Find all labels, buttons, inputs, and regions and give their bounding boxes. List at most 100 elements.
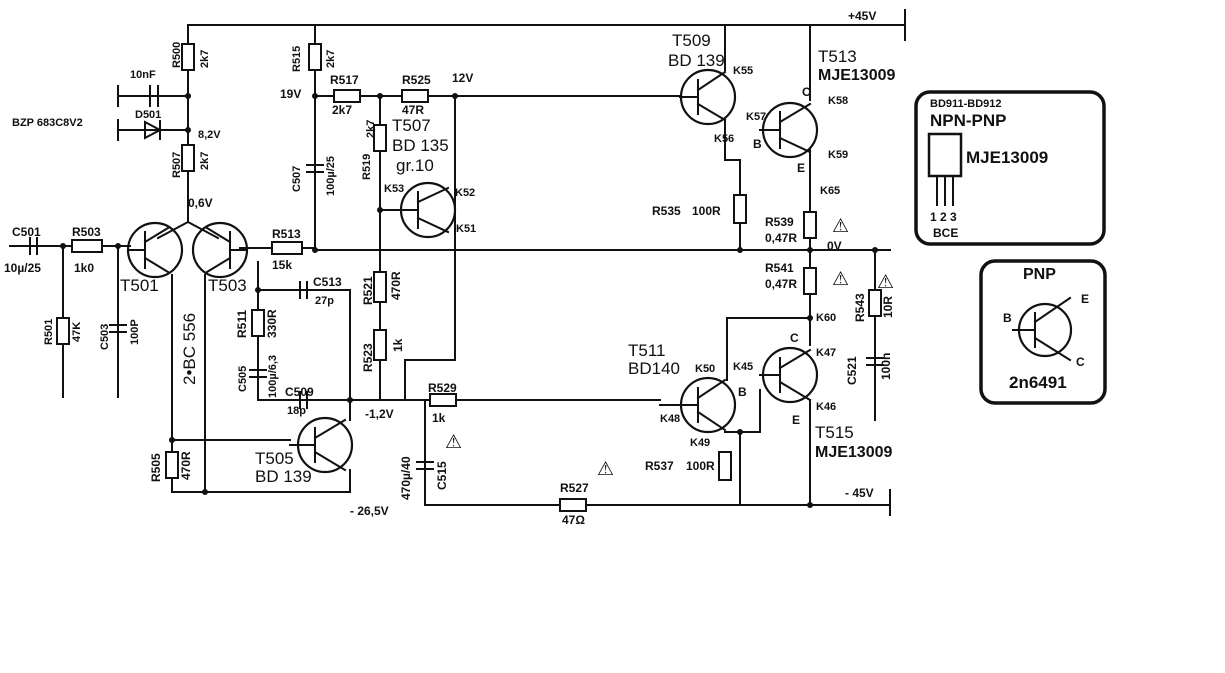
c521-ref: C521 [845, 356, 859, 385]
inset-pnp-part: 2n6491 [1009, 373, 1067, 392]
t511-symbol [659, 376, 737, 434]
inset-npn-pnp-package: BD911-BD912 NPN-PNP MJE13009 1 2 3 BCE [914, 90, 1106, 246]
c509-ref: C509 [285, 385, 314, 399]
t509-symbol [679, 68, 737, 126]
node-k56: K56 [714, 133, 734, 145]
c515-val: 470µ/40 [399, 456, 413, 500]
v82-label: 8,2V [198, 129, 221, 141]
r541-val: 0,47R [765, 277, 797, 291]
node-k65: K65 [820, 185, 840, 197]
inset-family: BD911-BD912 [930, 98, 1002, 110]
t505-symbol [289, 416, 354, 474]
r537-ref: R537 [645, 459, 674, 473]
inset-pnp-title: PNP [1023, 266, 1056, 283]
c513-ref: C513 [313, 275, 342, 289]
r523-val: 1k [391, 338, 405, 352]
t511-ref: T511 [628, 341, 666, 360]
t513-pin-e: E [797, 161, 805, 175]
t507-ref: T507 [392, 116, 431, 135]
c503-val: 100P [129, 319, 141, 345]
node-k57: K57 [746, 111, 766, 123]
t515-ref: T515 [815, 423, 854, 442]
inset-type-title: NPN-PNP [930, 111, 1007, 130]
zero-volt-label: 0V [827, 239, 842, 253]
t505-ref: T505 [255, 449, 294, 468]
t515-pin-b: B [738, 385, 747, 399]
c507-val: 100µ/25 [325, 156, 337, 196]
r521-val: 470R [389, 271, 403, 300]
node-k58: K58 [828, 95, 848, 107]
zener-diode-icon [144, 120, 163, 140]
r500-val: 2k7 [199, 50, 211, 68]
r501-ref: R501 [43, 319, 55, 345]
r535-val: 100R [692, 204, 721, 218]
c507-ref: C507 [291, 166, 303, 192]
c10nf-val: 10nF [130, 69, 156, 81]
pos-rail-label: +45V [848, 9, 876, 23]
node-k53: K53 [384, 183, 404, 195]
t509-ref: T509 [672, 31, 711, 50]
inset-pin-names: BCE [933, 226, 958, 240]
r543-ref: R543 [853, 293, 867, 322]
r513-ref: R513 [272, 227, 301, 241]
inset-pnp-pin-e: E [1081, 292, 1089, 306]
r513-val: 15k [272, 258, 292, 272]
r537-val: 100R [686, 459, 715, 473]
warning-icon: ⚠ [832, 269, 849, 290]
r503-ref: R503 [72, 225, 101, 239]
node-k50: K50 [695, 363, 715, 375]
zener-part-label: BZP 683C8V2 [12, 117, 83, 129]
transistor-pair-type: 2•BC 556 [180, 313, 199, 385]
node-k47: K47 [816, 347, 836, 359]
t507-type: BD 135 [392, 136, 449, 155]
labels: +45V - 45V 0V 19V 12V 8,2V 0,6V -1,2V - … [4, 9, 895, 527]
warning-icon: ⚠ [597, 459, 614, 480]
c513-val: 27p [315, 295, 334, 307]
vm265-label: - 26,5V [350, 504, 389, 518]
vm12-label: -1,2V [365, 407, 394, 421]
r529-val: 1k [432, 411, 446, 425]
r529-ref: R529 [428, 381, 457, 395]
v19-label: 19V [280, 87, 301, 101]
t513-pin-c: C [802, 85, 811, 99]
r527-val: 47Ω [562, 513, 585, 527]
t509-type: BD 139 [668, 51, 725, 70]
node-k55: K55 [733, 65, 753, 77]
r519-ref: R519 [361, 154, 373, 180]
inset-pin-numbers: 1 2 3 [930, 210, 957, 224]
v06-label: 0,6V [188, 196, 213, 210]
neg-rail-label: - 45V [845, 486, 874, 500]
t513-ref: T513 [818, 47, 857, 66]
r517-ref: R517 [330, 73, 359, 87]
r541-ref: R541 [765, 261, 794, 275]
capacitor-symbols [29, 85, 884, 470]
node-k60: K60 [816, 312, 836, 324]
t513-symbol [759, 101, 819, 159]
r539-val: 0,47R [765, 231, 797, 245]
r525-val: 47R [402, 103, 424, 117]
c505-ref: C505 [237, 366, 249, 392]
node-k59: K59 [828, 149, 848, 161]
zener-ref-label: D501 [135, 109, 161, 121]
r543-val: 10R [881, 296, 895, 318]
c505-val: 100µ/6,3 [267, 355, 279, 398]
inset-part: MJE13009 [966, 148, 1048, 167]
t511-type: BD140 [628, 359, 680, 378]
c521-val: 100n [879, 353, 893, 380]
node-k52: K52 [455, 187, 475, 199]
r505-val: 470R [179, 451, 193, 480]
r501-val: 47K [71, 322, 83, 342]
to220-package-icon [927, 132, 963, 206]
v12-label: 12V [452, 71, 473, 85]
t501-symbol [126, 221, 184, 279]
r519-val: 2k7 [365, 120, 377, 138]
t505-type: BD 139 [255, 467, 312, 486]
node-k45: K45 [733, 361, 753, 373]
r535-ref: R535 [652, 204, 681, 218]
r527-ref: R527 [560, 481, 589, 495]
junction-dots [60, 93, 878, 508]
t513-type: MJE13009 [818, 67, 895, 84]
inset-pnp-pin-c: C [1076, 355, 1085, 369]
r500-ref: R500 [171, 42, 183, 68]
